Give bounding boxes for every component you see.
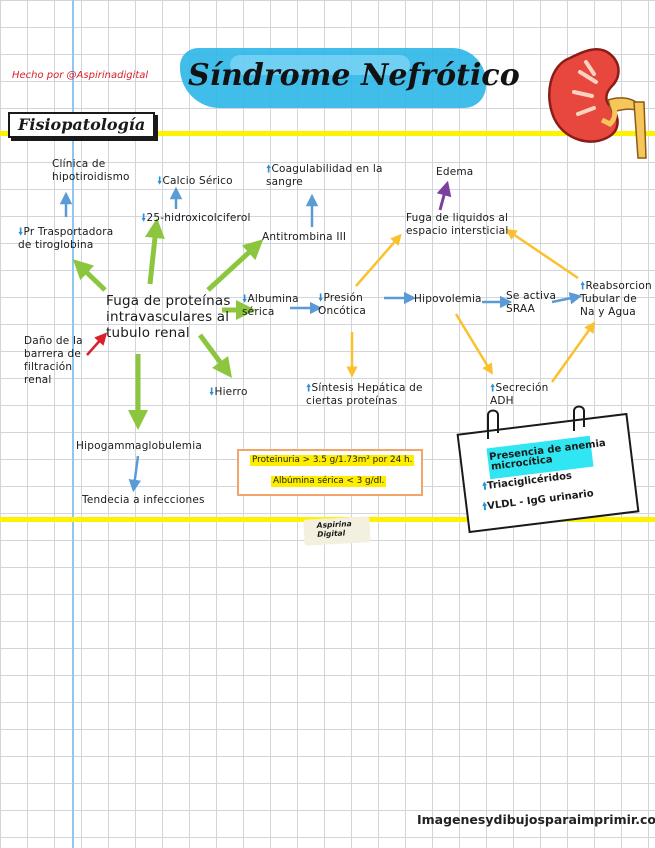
arrow-to-hierro <box>197 333 232 379</box>
title-brush-highlight <box>230 55 410 75</box>
node-albumina-serica: 🠛Albumina sérica <box>242 293 299 318</box>
arrow-adh-to-reabsorcion <box>550 321 596 383</box>
yellow-divider-top <box>0 131 655 136</box>
arrow-reabsorcion-to-fuga-liquidos <box>505 228 579 280</box>
node-srra: Se activa SRAA <box>506 290 557 315</box>
node-hidroxicolciferol: 🠛25-hidroxicolciferol <box>141 212 251 224</box>
arrow-down-icon: 🠛 <box>141 212 147 224</box>
arrow-to-infecciones <box>128 455 142 493</box>
arrow-up-icon: 🠙 <box>266 163 272 175</box>
node-sintesis-hepatica: 🠙Síntesis Hepática de ciertas proteínas <box>306 382 423 407</box>
node-clinica-hipotiroidismo: Clínica de hipotiroidismo <box>52 158 130 183</box>
paper-clip-icon <box>487 405 585 439</box>
node-dano-barrera: Daño de la barrera de filtración renal <box>24 335 83 386</box>
arrow-down-icon: 🠛 <box>157 175 163 187</box>
arrow-down-icon: 🠛 <box>318 292 324 304</box>
criteria-proteinuria: Proteinuria > 3.5 g/1.73m² por 24 h. <box>250 455 415 466</box>
arrow-up-icon: 🠙 <box>306 382 312 394</box>
author-credit: Hecho por @Aspirinadigital <box>12 70 149 81</box>
section-label: Fisiopatología <box>8 112 156 138</box>
node-tiroglobulina: 🠛Pr Trasportadora de tiroglobina <box>18 226 114 251</box>
arrow-down-icon: 🠛 <box>242 293 248 305</box>
node-coagulabilidad: 🠙Coagulabilidad en la sangre <box>266 163 383 188</box>
arrow-down-icon: 🠛 <box>18 226 24 238</box>
node-reabsorcion-tubular: 🠙Reabsorcion Tubular de Na y Agua <box>580 280 652 318</box>
node-hierro: 🠛Hierro <box>209 386 248 398</box>
arrow-srra-to-reabsorcion <box>551 292 583 305</box>
arrow-down-icon: 🠛 <box>209 386 215 398</box>
arrow-up-icon: 🠙 <box>490 382 496 394</box>
notebook-margin-line <box>72 0 74 848</box>
node-edema: Edema <box>436 166 474 178</box>
node-fuga-proteinas: Fuga de proteínas intravasculares al tub… <box>106 293 231 341</box>
kidney-icon <box>548 48 647 159</box>
criteria-albumina: Albúmina sérica < 3 g/dl. <box>271 476 387 487</box>
arrow-to-tiroglobina <box>72 259 107 292</box>
watermark: Imagenesydibujosparaimprimir.com <box>417 812 655 827</box>
node-antitrombina: Antitrombina III <box>262 231 347 243</box>
arrow-dano-to-fuga <box>86 332 108 356</box>
node-secrecion-adh: 🠙Secreción ADH <box>490 382 549 407</box>
node-calcio-serico: 🠛Calcio Sérico <box>157 175 233 187</box>
arrow-to-hidroxi <box>144 218 165 285</box>
arrow-to-edema <box>436 180 452 211</box>
arrow-up-icon: 🠙 <box>580 280 586 292</box>
node-infecciones: Tendecia a infecciones <box>82 494 205 506</box>
node-fuga-liquidos: Fuga de liquidos al espacio intersticial <box>406 212 509 237</box>
arrow-presion-to-fuga-liquidos <box>355 233 402 287</box>
node-presion-oncotica: 🠛Presión Oncótica <box>318 292 366 317</box>
node-hipovolemia: Hipovolemia <box>414 293 482 305</box>
node-hipogammaglobulemia: Hipogammaglobulemia <box>76 440 202 452</box>
arrow-to-antitrombina <box>206 239 264 292</box>
arrow-hipovolemia-to-adh <box>454 313 493 375</box>
page-title: Síndrome Nefrótico <box>188 58 520 93</box>
